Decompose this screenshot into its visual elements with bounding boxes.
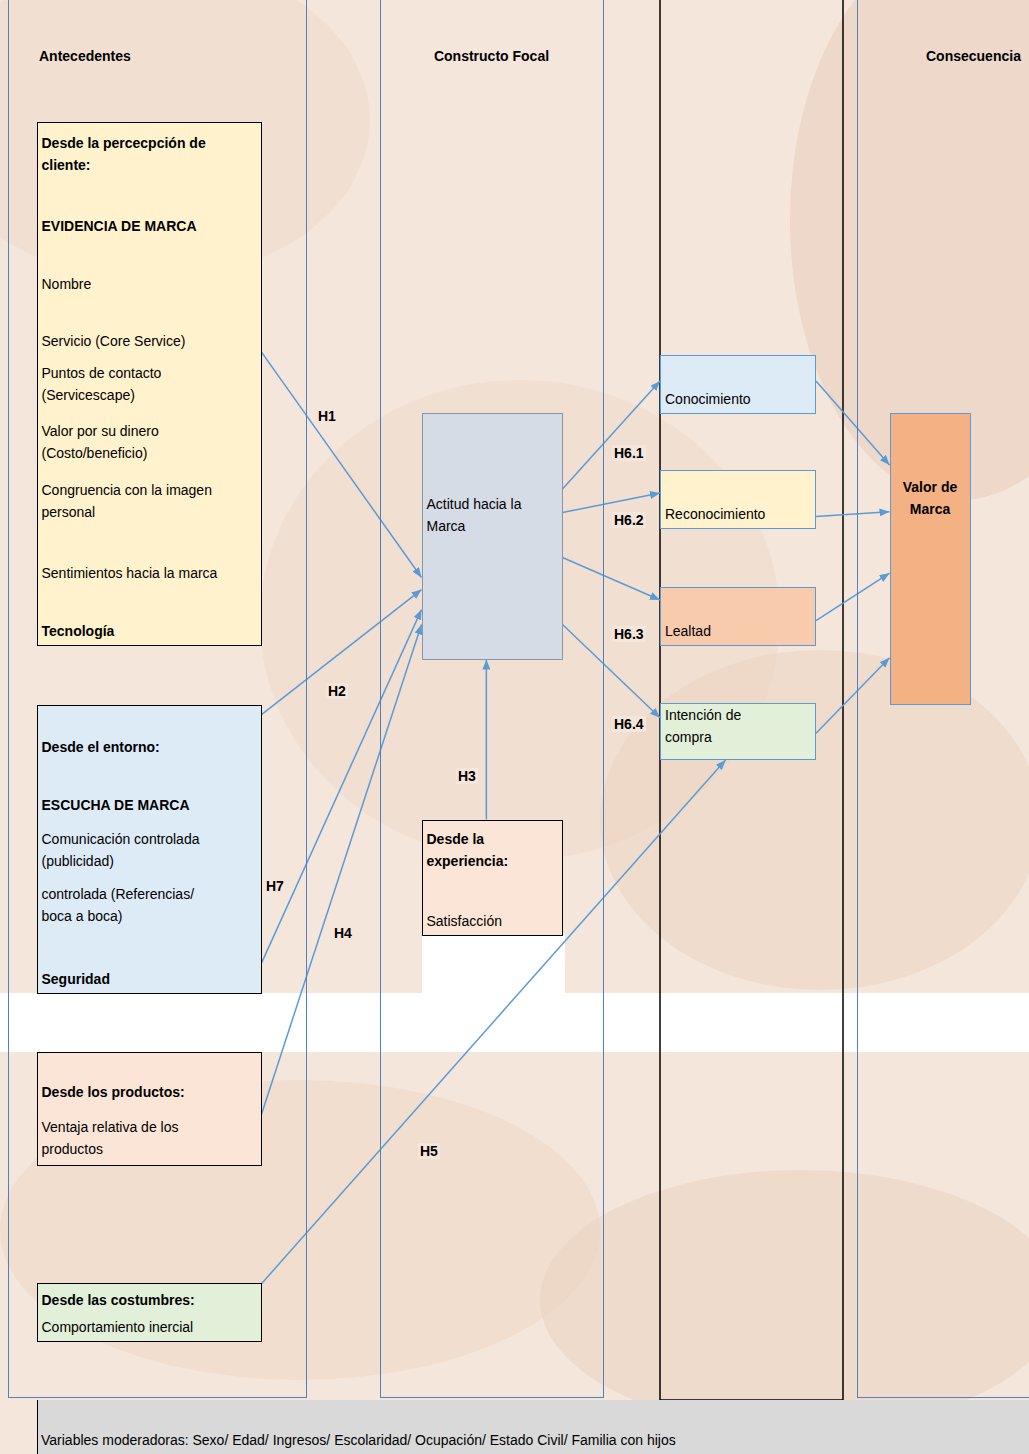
box-item: Reconocimiento <box>665 503 811 525</box>
hypothesis-label: H4 <box>332 925 354 941</box>
hypothesis-label: H2 <box>326 683 348 699</box>
box-item: Variables moderadoras: Sexo/ Edad/ Ingre… <box>41 1429 1024 1451</box>
box-item: Conocimiento <box>665 388 811 410</box>
box-heading: Desde las costumbres: <box>42 1289 257 1311</box>
hypothesis-label: H7 <box>264 878 286 894</box>
box-item: Actitud hacia la Marca <box>427 493 552 537</box>
label-holder: H4 <box>332 925 354 941</box>
box-item: Satisfacción <box>427 910 558 932</box>
hypothesis-arrow <box>486 660 488 820</box>
category-box: Desde la percecpción de cliente: EVIDENCI… <box>37 122 262 646</box>
column-heading: Constructo Focal <box>385 45 598 67</box>
box-item: Lealtad <box>665 620 811 642</box>
label-holder: H1 <box>316 408 338 424</box>
box-item: Nombre <box>42 273 257 295</box>
box-item: Intención de compra <box>665 704 775 748</box>
hypothesis-label: H5 <box>418 1143 440 1159</box>
box-heading: Seguridad <box>42 968 257 990</box>
label-holder: H3 <box>456 768 478 784</box>
dimension-column <box>660 0 843 1400</box>
box-heading: Desde el entorno: <box>42 736 257 758</box>
photo-shade <box>540 1170 1029 1430</box>
dimension-box: Conocimiento <box>660 355 816 414</box>
box-heading: Desde la experiencia: <box>427 828 558 872</box>
hypothesis-arrow <box>262 760 726 1284</box>
column-band: Constructo FocalActitud hacia la MarcaDe… <box>380 0 604 1398</box>
dimension-box: Reconocimiento <box>660 470 816 529</box>
hypothesis-arrow <box>262 624 422 1114</box>
box-item: Ventaja relativa de los productos <box>42 1116 222 1160</box>
label-holder: H6.2 <box>612 512 646 528</box>
box-item: controlada (Referencias/ boca a boca) <box>42 883 222 927</box>
label-holder: H2 <box>326 683 348 699</box>
box-item: Servicio (Core Service) <box>42 330 257 352</box>
dimension-box: Lealtad <box>660 587 816 646</box>
construct-box: Actitud hacia la Marca <box>422 413 563 660</box>
hypothesis-label: H6.3 <box>612 626 646 642</box>
hypothesis-label: H6.2 <box>612 512 646 528</box>
box-heading: EVIDENCIA DE MARCA <box>42 215 257 237</box>
column-heading: Consecuencia <box>926 45 1024 67</box>
photo-shade <box>0 1080 600 1380</box>
hypothesis-arrow <box>563 624 661 717</box>
hypothesis-arrow <box>816 512 890 517</box>
category-box: Desde los productos: Ventaja relativa de … <box>37 1052 262 1166</box>
label-holder: H6.3 <box>612 626 646 642</box>
hypothesis-label: H3 <box>456 768 478 784</box>
box-item: Sentimientos hacia la marca <box>42 562 257 584</box>
box-item: Puntos de contacto (Servicescape) <box>42 362 257 406</box>
hypothesis-label: H6.1 <box>612 445 646 461</box>
hypothesis-arrow <box>563 557 661 599</box>
label-holder: H6.4 <box>612 716 646 732</box>
white-strip <box>0 993 1029 1052</box>
box-heading: ESCUCHA DE MARCA <box>42 794 257 816</box>
label-holder: H7 <box>264 878 286 894</box>
box-heading: Desde la percecpción de cliente: <box>42 132 257 176</box>
hypothesis-arrow <box>816 573 890 621</box>
hypothesis-arrow <box>262 352 422 577</box>
hypothesis-arrow <box>563 381 661 489</box>
hypothesis-label: H1 <box>316 408 338 424</box>
category-box: Desde el entorno: ESCUCHA DE MARCA Comunic… <box>37 705 262 994</box>
box-heading: Desde los productos: <box>42 1081 257 1103</box>
moderator-band: Variables moderadoras: Sexo/ Edad/ Ingre… <box>37 1400 1029 1454</box>
box-item: Comportamiento inercial <box>42 1316 257 1338</box>
column-band: AntecedentesDesde la percecpción de clie… <box>8 0 307 1398</box>
box-heading: Valor de Marca <box>895 476 966 520</box>
hypothesis-arrow <box>262 610 422 964</box>
column-band: ConsecuenciaValor de Marca <box>857 0 1029 1398</box>
outcome-box: Valor de Marca <box>890 413 971 705</box>
box-item: Congruencia con la imagen personal <box>42 479 257 523</box>
hypothesis-label: H6.4 <box>612 716 646 732</box>
category-box: Desde las costumbres: Comportamiento iner… <box>37 1283 262 1342</box>
hypothesis-arrow <box>816 381 890 465</box>
dimension-box: Intención de compra <box>660 703 816 760</box>
label-holder: H6.1 <box>612 445 646 461</box>
box-item: Valor por su dinero (Costo/beneficio) <box>42 420 257 464</box>
box-item: Comunicación controlada (publicidad) <box>42 828 222 872</box>
experience-box: Desde la experiencia: Satisfacción <box>422 820 563 936</box>
column-heading: Antecedentes <box>39 45 239 67</box>
label-holder: H5 <box>418 1143 440 1159</box>
hypothesis-arrow <box>816 658 890 733</box>
box-heading: Tecnología <box>42 620 257 642</box>
hypothesis-arrow <box>563 493 661 513</box>
